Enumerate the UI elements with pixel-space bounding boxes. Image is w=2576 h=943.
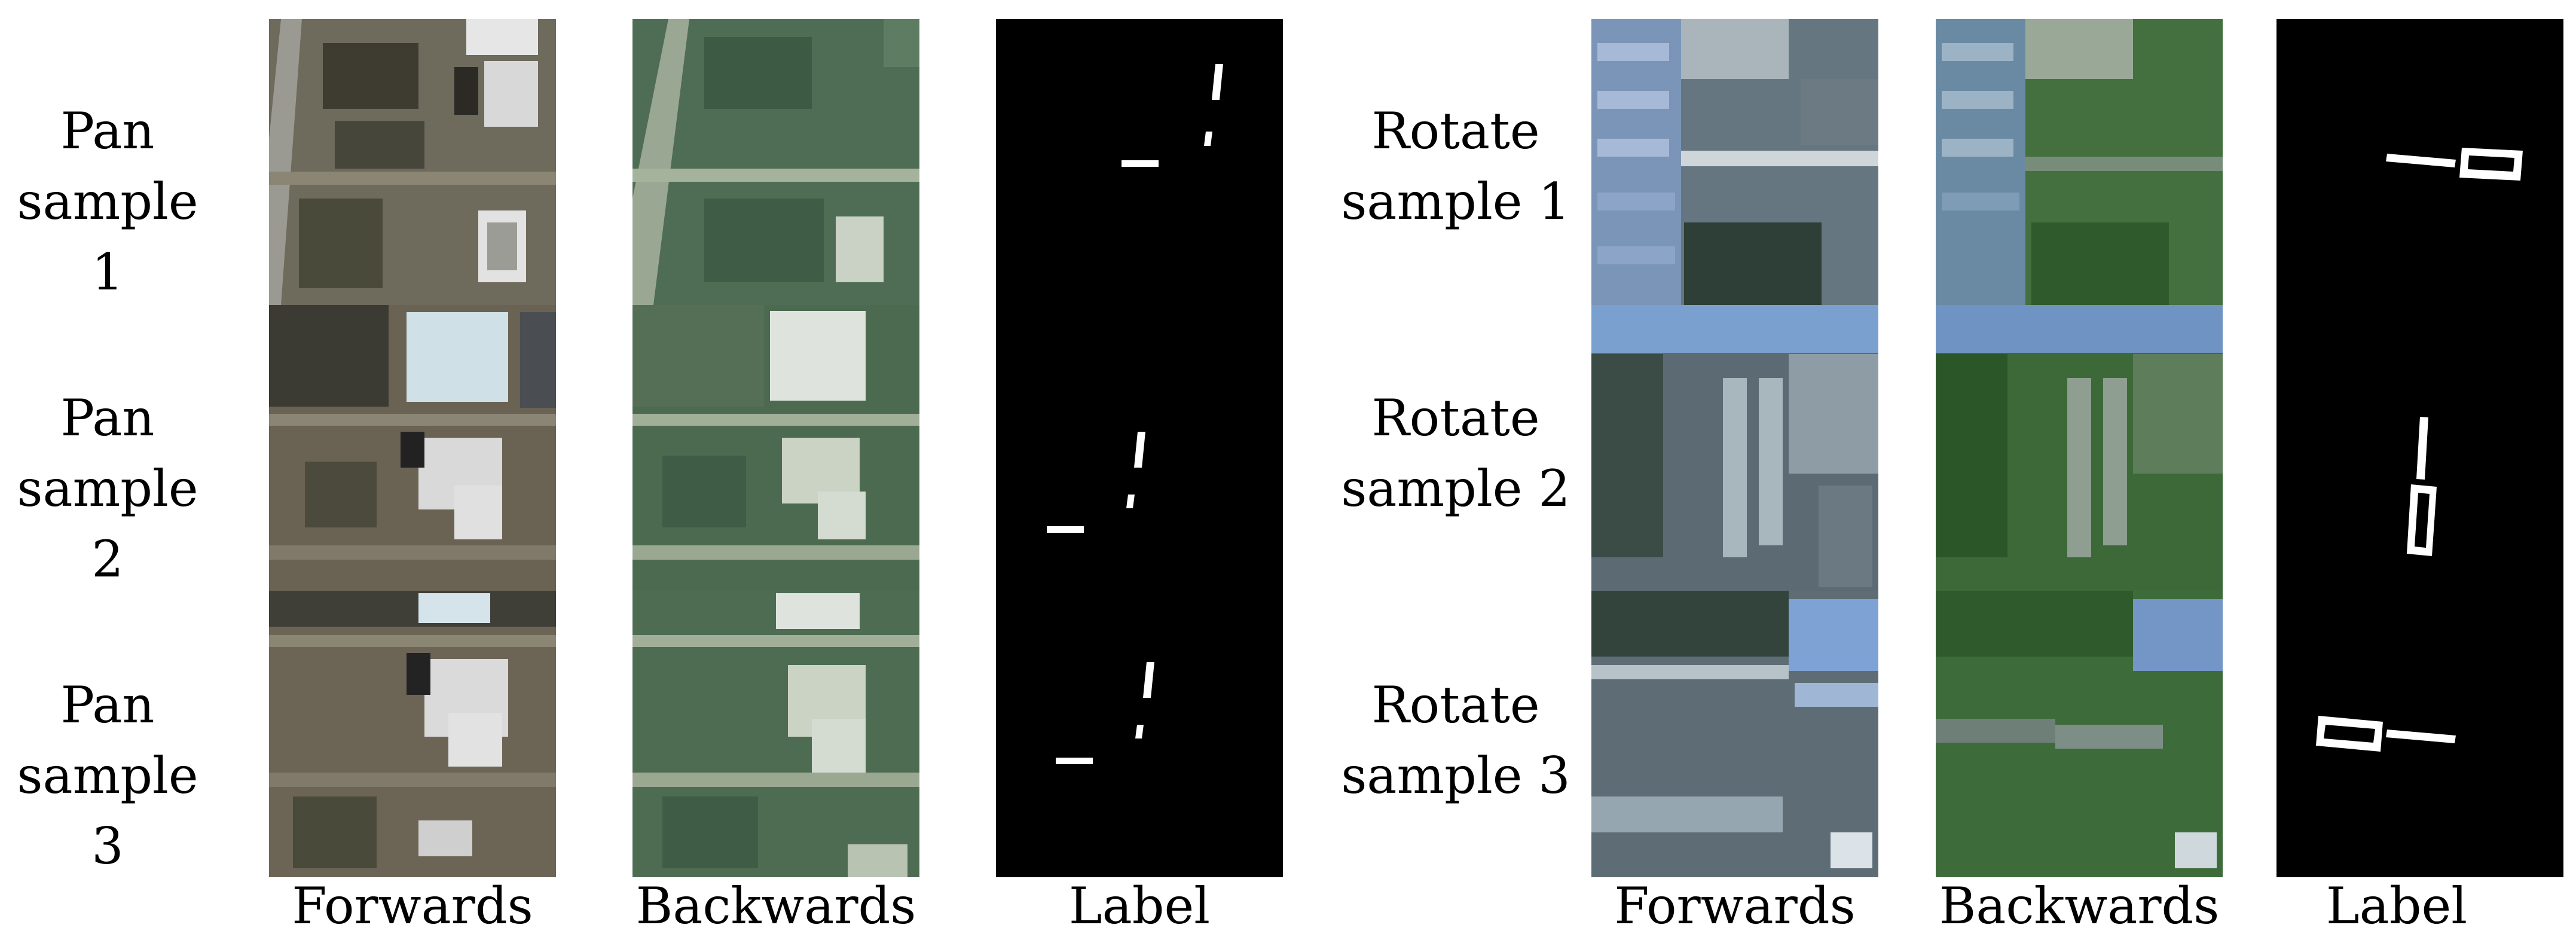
rotate-backwards-image (1936, 19, 2223, 877)
pan-sample-3-label: Pan sample 3 (17, 676, 198, 875)
rotate-col-label: Label (2326, 877, 2468, 935)
rotate-label-mask (2276, 19, 2563, 877)
rotate-sample-1-label: Rotate sample 1 (1341, 102, 1570, 231)
rotate-col-forwards: Forwards (1614, 877, 1856, 935)
pan-col-backwards: Backwards (635, 877, 916, 935)
pan-backwards-image (632, 19, 919, 877)
pan-col-forwards: Forwards (292, 877, 533, 935)
rotate-sample-2-label: Rotate sample 2 (1341, 389, 1570, 518)
rotate-col-backwards: Backwards (1939, 877, 2220, 935)
pan-sample-1-label: Pan sample 1 (17, 102, 198, 301)
pan-sample-2-label: Pan sample 2 (17, 389, 198, 588)
pan-forwards-image (269, 19, 556, 877)
rotate-sample-3-label: Rotate sample 3 (1341, 676, 1570, 805)
pan-label-mask (996, 19, 1283, 877)
pan-col-label: Label (1068, 877, 1211, 935)
rotate-forwards-image (1591, 19, 1878, 877)
